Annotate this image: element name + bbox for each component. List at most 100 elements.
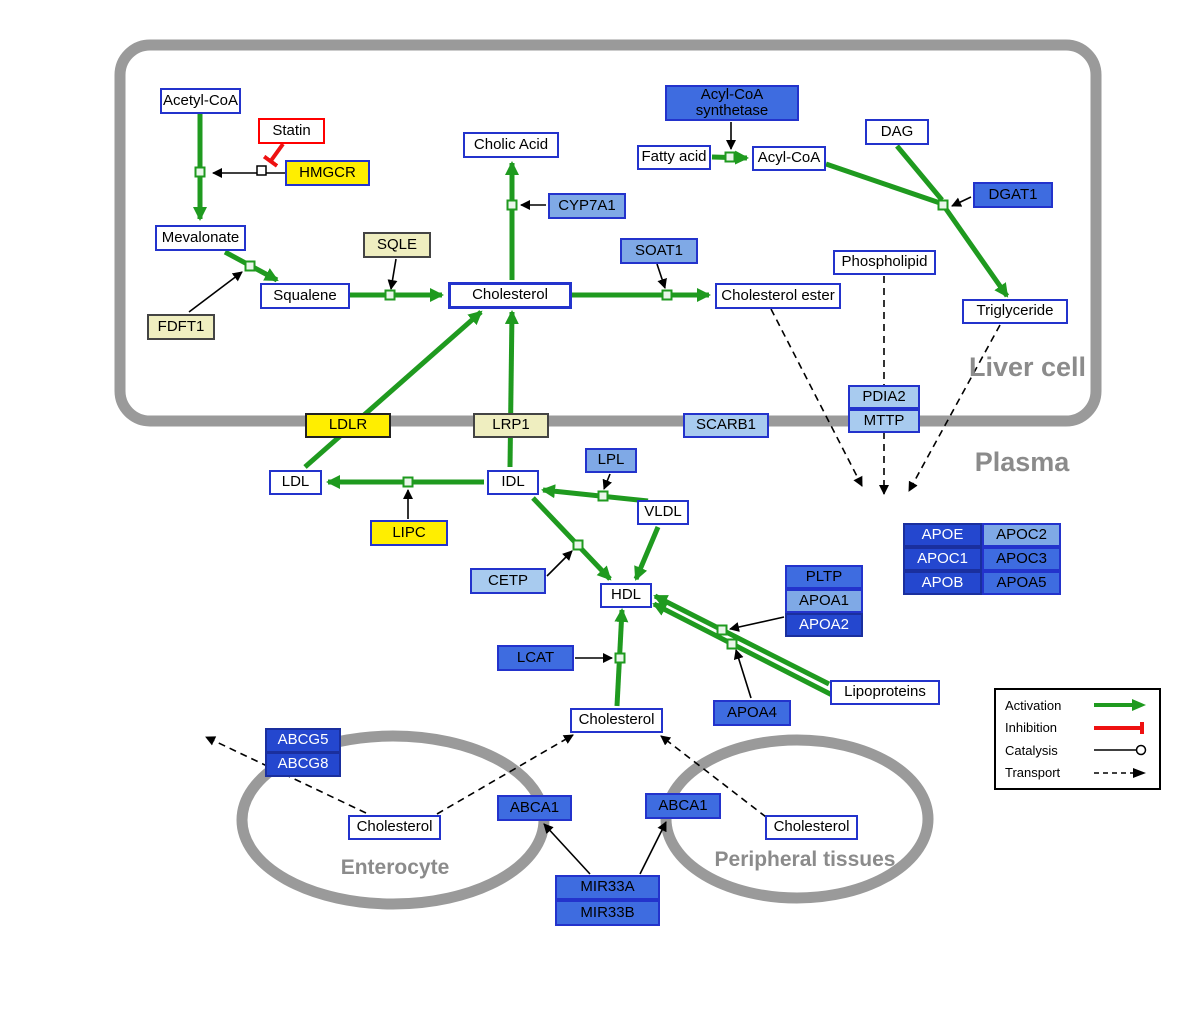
- edge-idl-hdl: [531, 496, 612, 581]
- node-cholesterol-peripheral[interactable]: Cholesterol: [765, 815, 858, 840]
- edge-dgat1-catalysis: [951, 196, 972, 207]
- node-dgat1[interactable]: DGAT1: [973, 182, 1053, 208]
- node-apob[interactable]: APOB: [903, 571, 982, 595]
- node-dag[interactable]: DAG: [865, 119, 929, 145]
- reaction-node: [384, 289, 396, 301]
- edge-lpl-catalysis: [602, 473, 612, 490]
- node-lipc[interactable]: LIPC: [370, 520, 448, 546]
- legend: Activation Inhibition Catalysis Transpor…: [994, 688, 1161, 790]
- node-soat1[interactable]: SOAT1: [620, 238, 698, 264]
- node-ldl[interactable]: LDL: [269, 470, 322, 495]
- edge-triglyceride-transport: [908, 324, 1001, 492]
- edge-enterocyte-cholesterol-transport: [436, 734, 574, 815]
- legend-row-catalysis: Catalysis: [1005, 742, 1150, 758]
- edge-sqle-catalysis: [387, 258, 398, 290]
- transport-dashed-arrow-icon: [1094, 767, 1146, 778]
- node-lipoproteins[interactable]: Lipoproteins: [830, 680, 940, 705]
- reaction-node: [614, 652, 626, 664]
- liver-cell-membrane: [114, 39, 1102, 427]
- reaction-node: [244, 260, 256, 272]
- reaction-node: [724, 151, 736, 163]
- node-cetp[interactable]: CETP: [470, 568, 546, 594]
- edge-peripheral-cholesterol-transport: [660, 735, 767, 818]
- node-sqle[interactable]: SQLE: [363, 232, 431, 258]
- node-pltp[interactable]: PLTP: [785, 565, 863, 589]
- edge-vldl-idl: [541, 484, 649, 504]
- reaction-node: [572, 539, 584, 551]
- edge-lipoproteins-hdl-upper: [653, 593, 831, 687]
- node-fatty-acid[interactable]: Fatty acid: [637, 145, 711, 170]
- node-acyl-coa-synthetase[interactable]: Acyl-CoA synthetase: [665, 85, 799, 121]
- node-pdia2[interactable]: PDIA2: [848, 385, 920, 409]
- node-mevalonate[interactable]: Mevalonate: [155, 225, 246, 251]
- legend-activation-label: Activation: [1005, 697, 1062, 713]
- reaction-node: [726, 638, 738, 650]
- enterocyte-label: Enterocyte: [340, 856, 450, 879]
- reaction-node: [194, 166, 206, 178]
- reaction-node: [506, 199, 518, 211]
- node-abcg5[interactable]: ABCG5: [265, 728, 341, 753]
- catalysis-circle-icon: [1094, 745, 1147, 756]
- node-squalene[interactable]: Squalene: [260, 283, 350, 309]
- node-lcat[interactable]: LCAT: [497, 645, 574, 671]
- legend-row-inhibition: Inhibition: [1005, 720, 1150, 736]
- node-fdft1[interactable]: FDFT1: [147, 314, 215, 340]
- node-idl[interactable]: IDL: [487, 470, 539, 495]
- edge-mir33-abca1-enterocyte: [543, 823, 591, 875]
- plasma-label: Plasma: [974, 447, 1070, 477]
- edge-statin-inhibition: [262, 142, 285, 168]
- node-cholesterol-ester[interactable]: Cholesterol ester: [715, 283, 841, 309]
- edge-idl-cholesterol-via-lrp1: [504, 310, 519, 468]
- edge-ldl-cholesterol-via-ldlr: [303, 310, 483, 469]
- node-statin[interactable]: Statin: [258, 118, 325, 144]
- liver-cell-label: Liver cell: [968, 352, 1087, 382]
- reaction-node: [402, 476, 414, 488]
- peripheral-tissues-membrane: [660, 734, 934, 904]
- node-lpl[interactable]: LPL: [585, 448, 637, 473]
- node-cholesterol-plasma[interactable]: Cholesterol: [570, 708, 663, 733]
- node-cholesterol-liver[interactable]: Cholesterol: [448, 282, 572, 309]
- inhibition-tee-icon: [1094, 721, 1144, 734]
- legend-row-activation: Activation: [1005, 697, 1150, 713]
- node-apoc1[interactable]: APOC1: [903, 547, 982, 571]
- node-mttp[interactable]: MTTP: [848, 409, 920, 433]
- node-abca1-enterocyte[interactable]: ABCA1: [497, 795, 572, 821]
- node-lrp1[interactable]: LRP1: [473, 413, 549, 438]
- node-acetyl-coa[interactable]: Acetyl-CoA: [160, 88, 241, 114]
- node-apoe[interactable]: APOE: [903, 523, 982, 547]
- edge-lipoproteins-hdl-lower: [652, 601, 840, 701]
- node-cyp7a1[interactable]: CYP7A1: [548, 193, 626, 219]
- node-cholesterol-enterocyte[interactable]: Cholesterol: [348, 815, 441, 840]
- node-apoa1[interactable]: APOA1: [785, 589, 863, 613]
- node-apoc3[interactable]: APOC3: [982, 547, 1061, 571]
- edge-acylcoa-dgat1node: [825, 161, 941, 206]
- reaction-node: [661, 289, 673, 301]
- node-mir33a[interactable]: MIR33A: [555, 875, 660, 900]
- activation-arrow-icon: [1094, 699, 1146, 712]
- node-apoc2[interactable]: APOC2: [982, 523, 1061, 547]
- reaction-node: [937, 199, 949, 211]
- node-acyl-coa[interactable]: Acyl-CoA: [752, 146, 826, 171]
- edge-cetp-catalysis: [546, 550, 573, 577]
- edge-apoa4-catalysis: [733, 649, 752, 699]
- node-triglyceride[interactable]: Triglyceride: [962, 299, 1068, 324]
- node-phospholipid[interactable]: Phospholipid: [833, 250, 936, 275]
- inhibition-target-node: [256, 165, 267, 176]
- node-apoa5[interactable]: APOA5: [982, 571, 1061, 595]
- node-vldl[interactable]: VLDL: [637, 500, 689, 525]
- node-scarb1[interactable]: SCARB1: [683, 413, 769, 438]
- legend-catalysis-label: Catalysis: [1005, 742, 1058, 758]
- node-hmgcr[interactable]: HMGCR: [285, 160, 370, 186]
- edge-apoa1-apoa2-catalysis: [729, 616, 785, 632]
- node-mir33b[interactable]: MIR33B: [555, 900, 660, 926]
- edge-mir33-abca1-peripheral: [639, 821, 667, 875]
- node-abca1-peripheral[interactable]: ABCA1: [645, 793, 721, 819]
- node-cholic-acid[interactable]: Cholic Acid: [463, 132, 559, 158]
- node-ldlr[interactable]: LDLR: [305, 413, 391, 438]
- node-apoa4[interactable]: APOA4: [713, 700, 791, 726]
- node-hdl[interactable]: HDL: [600, 583, 652, 608]
- reaction-node: [716, 624, 728, 636]
- node-abcg8[interactable]: ABCG8: [265, 752, 341, 777]
- node-apoa2[interactable]: APOA2: [785, 613, 863, 637]
